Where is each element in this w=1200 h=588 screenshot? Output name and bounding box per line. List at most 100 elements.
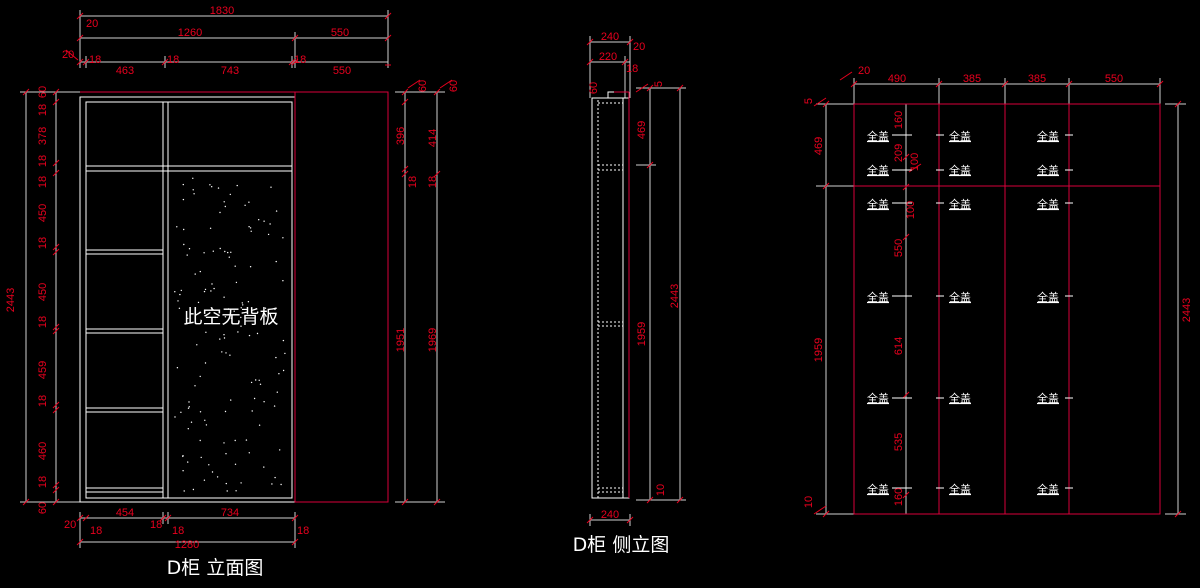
full-overlay-hinge-labels: 全盖全盖全盖全盖全盖全盖全盖全盖全盖全盖全盖全盖全盖全盖全盖全盖全盖全盖 (867, 129, 1059, 496)
dim-1969: 1969 (427, 328, 439, 352)
speckle-dot (192, 177, 194, 179)
side-dim-10: 10 (655, 484, 667, 496)
speckle-dot (194, 273, 196, 275)
door-dim-100-a: 100 (909, 153, 921, 171)
speckle-dot (174, 291, 176, 293)
speckle-dot (199, 375, 201, 378)
door-dim-385-a: 385 (963, 73, 981, 85)
speckle-dot (203, 479, 206, 481)
door-dim-5: 5 (803, 98, 815, 104)
speckle-dot (183, 243, 185, 246)
side-dim-240-bot: 240 (601, 509, 619, 521)
front-bottom-labels: 20 18 454 18 18 734 18 1280 (64, 507, 309, 551)
speckle-dot (242, 304, 244, 306)
door-dim-100-b: 100 (905, 201, 917, 219)
speckle-dot (199, 270, 201, 273)
speckle-dot (194, 385, 196, 387)
dim-1260: 1260 (178, 27, 202, 39)
speckle-dot (234, 439, 236, 442)
speckle-dot (176, 367, 179, 369)
speckle-dot (221, 351, 223, 353)
speckle-dot (209, 184, 211, 186)
side-ticks (586, 38, 684, 524)
dim-414: 414 (427, 129, 439, 147)
speckle-dot (258, 424, 261, 426)
door-dim-20: 20 (858, 65, 870, 77)
speckle-dot (224, 410, 227, 413)
speckle-dot (199, 439, 201, 442)
speckle-dot (210, 290, 212, 292)
front-top-ticks (65, 12, 392, 66)
speckle-dot (187, 428, 189, 430)
speckle-dot (209, 227, 212, 229)
door-dim-385-b: 385 (1028, 73, 1046, 85)
front-left-labels: 2443 60 18 378 18 18 450 18 450 18 459 1… (5, 86, 49, 514)
hinge-label: 全盖 (867, 391, 889, 405)
speckle-dot (235, 490, 237, 492)
speckle-dot (176, 226, 178, 228)
speckle-dot (219, 338, 221, 340)
dim-460: 460 (37, 442, 49, 460)
speckle-dot (225, 482, 227, 485)
speckle-dot (234, 265, 236, 267)
door-dim-550: 550 (1105, 73, 1123, 85)
dim-734: 734 (221, 507, 239, 519)
speckle-dot (196, 344, 198, 346)
dim-60-r1: 60 (417, 80, 429, 92)
dim-18-a: 18 (89, 54, 101, 66)
dim-1830: 1830 (210, 5, 234, 17)
door-dim-535: 535 (893, 433, 905, 451)
dim-743: 743 (221, 65, 239, 77)
front-elevation (20, 10, 453, 548)
dim-20-bot: 20 (64, 519, 76, 531)
speckle-dot (267, 233, 270, 236)
speckle-dot (225, 453, 227, 455)
speckle-dot (219, 211, 221, 214)
front-right-labels: 60 60 396 414 18 18 1951 1969 (395, 80, 460, 352)
speckle-dot (178, 307, 181, 309)
side-cabinet-body (591, 91, 630, 499)
hinge-label: 全盖 (1037, 197, 1059, 211)
speckle-dot (212, 309, 214, 311)
speckle-dot (274, 476, 276, 479)
hinge-label: 全盖 (1037, 290, 1059, 304)
speckle-dot (223, 201, 225, 203)
dim-550: 550 (333, 65, 351, 77)
speckle-dot (190, 421, 193, 423)
side-dim-20: 20 (633, 41, 645, 53)
speckle-dot (284, 352, 286, 355)
door-dim-550-v: 550 (893, 239, 905, 257)
dim-1951: 1951 (395, 328, 407, 352)
side-outline (614, 91, 630, 498)
hinge-label: 全盖 (949, 129, 971, 143)
dim-450-b: 450 (37, 283, 49, 301)
door-hinge-marks (892, 134, 1073, 489)
door-dim-160-top: 160 (893, 111, 905, 129)
speckle-dot (224, 250, 226, 253)
dim-18-b: 18 (167, 54, 179, 66)
speckle-dot (255, 379, 257, 381)
speckle-dot (223, 296, 225, 298)
no-back-panel-pattern (174, 177, 286, 492)
front-right-dim-lines (395, 91, 445, 503)
hinge-label: 全盖 (949, 163, 971, 177)
speckle-dot (193, 193, 195, 195)
hinge-label: 全盖 (949, 482, 971, 496)
door-dim-209: 209 (893, 144, 905, 162)
dim-550-top: 550 (331, 27, 349, 39)
dim-463: 463 (116, 65, 134, 77)
speckle-dot (275, 260, 277, 263)
speckle-dot (199, 411, 202, 413)
speckle-dot (250, 381, 253, 384)
speckle-dot (188, 248, 191, 250)
speckle-dot (282, 237, 284, 239)
front-caption: D柜 立面图 (167, 557, 264, 579)
front-bottom-ticks (76, 514, 299, 546)
speckle-dot (253, 397, 256, 400)
speckle-dot (263, 466, 265, 468)
speckle-dot (227, 251, 229, 254)
side-caption: D柜 侧立图 (573, 534, 670, 556)
speckle-dot (200, 456, 202, 459)
front-left-ticks (22, 88, 60, 506)
hinge-label: 全盖 (867, 129, 889, 143)
